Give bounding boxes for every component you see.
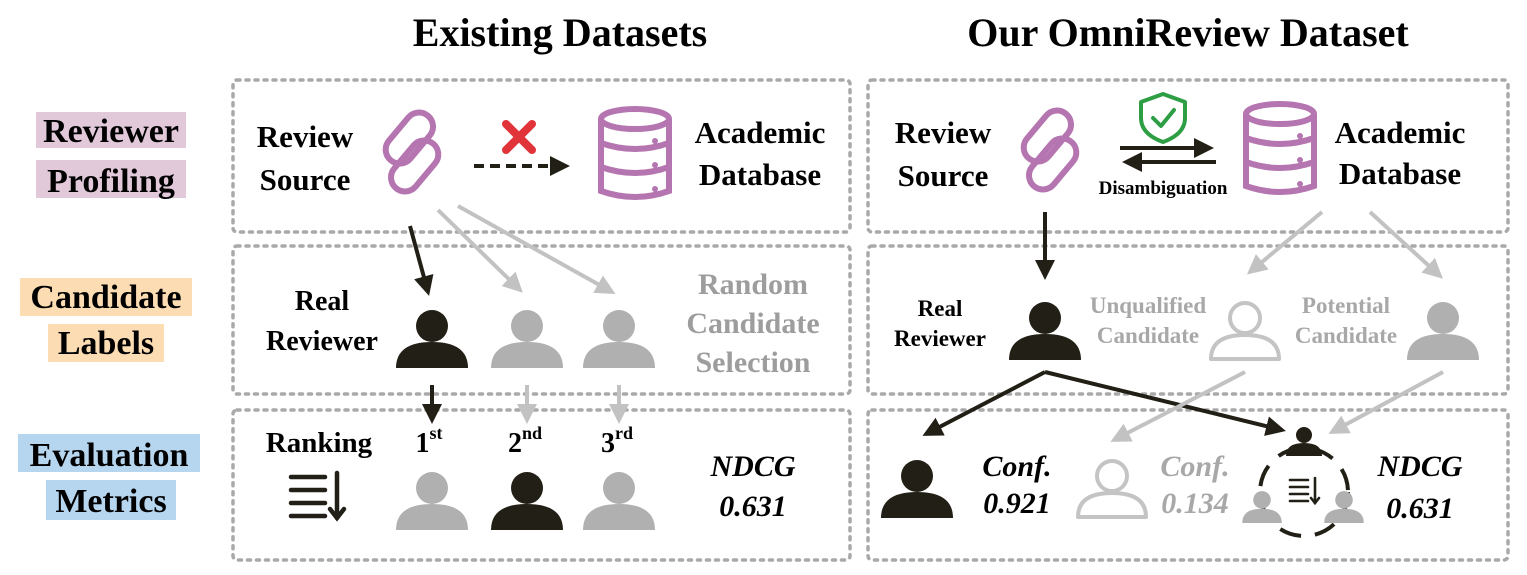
- right-real-line1: Real: [918, 296, 963, 321]
- right-database-line1: Academic: [1335, 115, 1466, 150]
- cycle-left-person-icon: [1242, 491, 1282, 523]
- left-evaluation-panel: [231, 408, 852, 562]
- left-random-person-1-icon: [491, 310, 563, 368]
- right-potential-line1: Potential: [1302, 293, 1390, 318]
- rank-2-person-icon: [491, 472, 563, 530]
- left-real-line2: Reviewer: [266, 326, 378, 357]
- rank-3-person-icon: [583, 472, 655, 530]
- right-metric-name: NDCG: [1376, 450, 1462, 483]
- left-ranking-label: Ranking: [266, 427, 373, 459]
- row-label-candidates-line1: Candidate: [30, 279, 181, 316]
- title-existing: Existing Datasets: [413, 10, 707, 55]
- right-conf-unqualified-person-icon: [1076, 459, 1148, 519]
- disambiguation-label: Disambiguation: [1099, 178, 1228, 199]
- right-real-line2: Reviewer: [894, 326, 986, 351]
- right-candidates-panel: [866, 244, 1510, 396]
- cycle-right-person-icon: [1324, 491, 1364, 523]
- right-unqualified-line1: Unqualified: [1090, 293, 1207, 318]
- ranking-cycle-group: [1242, 427, 1364, 538]
- row-label-candidates: Candidate Labels: [20, 278, 192, 362]
- left-random-line3: Selection: [696, 346, 811, 379]
- right-metric-value: 0.631: [1386, 492, 1454, 525]
- rank-1-label: 1st: [416, 423, 443, 459]
- left-random-line2: Candidate: [686, 307, 819, 340]
- rank-3-label: 3rd: [601, 423, 633, 459]
- left-random-person-2-icon: [583, 310, 655, 368]
- right-conf-real-label: Conf.: [982, 450, 1051, 483]
- left-candidates-panel: [231, 244, 852, 396]
- left-source-line1: Review: [257, 119, 354, 154]
- row-label-evaluation-line2: Metrics: [55, 483, 166, 520]
- cycle-top-person-icon: [1286, 427, 1322, 456]
- left-arrow-random-1: [436, 208, 523, 293]
- row-label-evaluation-line1: Evaluation: [30, 437, 189, 474]
- cycle-ranking-list-icon: [1288, 476, 1321, 506]
- left-database-line2: Database: [699, 157, 821, 192]
- right-source-line2: Source: [898, 158, 989, 193]
- rank-2-label: 2nd: [508, 423, 542, 459]
- right-source-line1: Review: [895, 115, 992, 150]
- right-arrow-potential-to-ranking: [1328, 370, 1444, 434]
- row-label-profiling-line2: Profiling: [47, 163, 175, 200]
- left-arrow-real: [408, 225, 434, 296]
- right-potential-line2: Candidate: [1295, 323, 1397, 348]
- right-arrow-unqualified-to-conf: [1110, 370, 1246, 442]
- right-conf-unqualified-value: 0.134: [1161, 487, 1229, 520]
- database-icon: [601, 109, 669, 197]
- cross-icon: [502, 120, 536, 154]
- right-conf-real-value: 0.921: [983, 487, 1051, 520]
- right-conf-real-person-icon: [881, 460, 953, 518]
- left-metric-name: NDCG: [709, 450, 795, 483]
- row-label-profiling: Reviewer Profiling: [36, 112, 186, 200]
- row-label-candidates-line2: Labels: [58, 325, 154, 362]
- left-metric-value: 0.631: [719, 490, 787, 523]
- left-random-line1: Random: [698, 268, 808, 301]
- right-link-icon: [1018, 105, 1082, 195]
- right-conf-unqualified-label: Conf.: [1160, 450, 1229, 483]
- right-arrow-real-to-ranking: [1044, 370, 1286, 436]
- left-real-reviewer-person-icon: [396, 310, 468, 368]
- row-label-evaluation: Evaluation Metrics: [18, 434, 200, 520]
- right-arrow-real-to-conf: [922, 370, 1046, 436]
- left-database-line1: Academic: [695, 115, 826, 150]
- left-real-line1: Real: [295, 286, 350, 317]
- right-database-icon: [1246, 104, 1314, 192]
- right-unqualified-person-icon: [1209, 301, 1281, 361]
- row-label-profiling-line1: Reviewer: [43, 113, 179, 150]
- right-potential-person-icon: [1407, 302, 1479, 360]
- right-arrow-potential: [1368, 210, 1443, 279]
- left-profiling-panel: [231, 78, 852, 234]
- right-evaluation-panel: [866, 408, 1510, 562]
- left-source-line2: Source: [260, 162, 351, 197]
- ranking-list-icon: [288, 470, 347, 522]
- title-ours: Our OmniReview Dataset: [967, 10, 1409, 55]
- left-arrow-random-2: [457, 204, 616, 294]
- right-database-line2: Database: [1339, 156, 1461, 191]
- rank-1-person-icon: [396, 472, 468, 530]
- right-real-reviewer-person-icon: [1009, 302, 1081, 360]
- link-icon: [380, 107, 444, 197]
- right-unqualified-line2: Candidate: [1097, 323, 1199, 348]
- right-profiling-panel: [866, 78, 1510, 234]
- shield-check-icon: [1139, 92, 1187, 144]
- right-arrow-unqualified: [1246, 210, 1324, 275]
